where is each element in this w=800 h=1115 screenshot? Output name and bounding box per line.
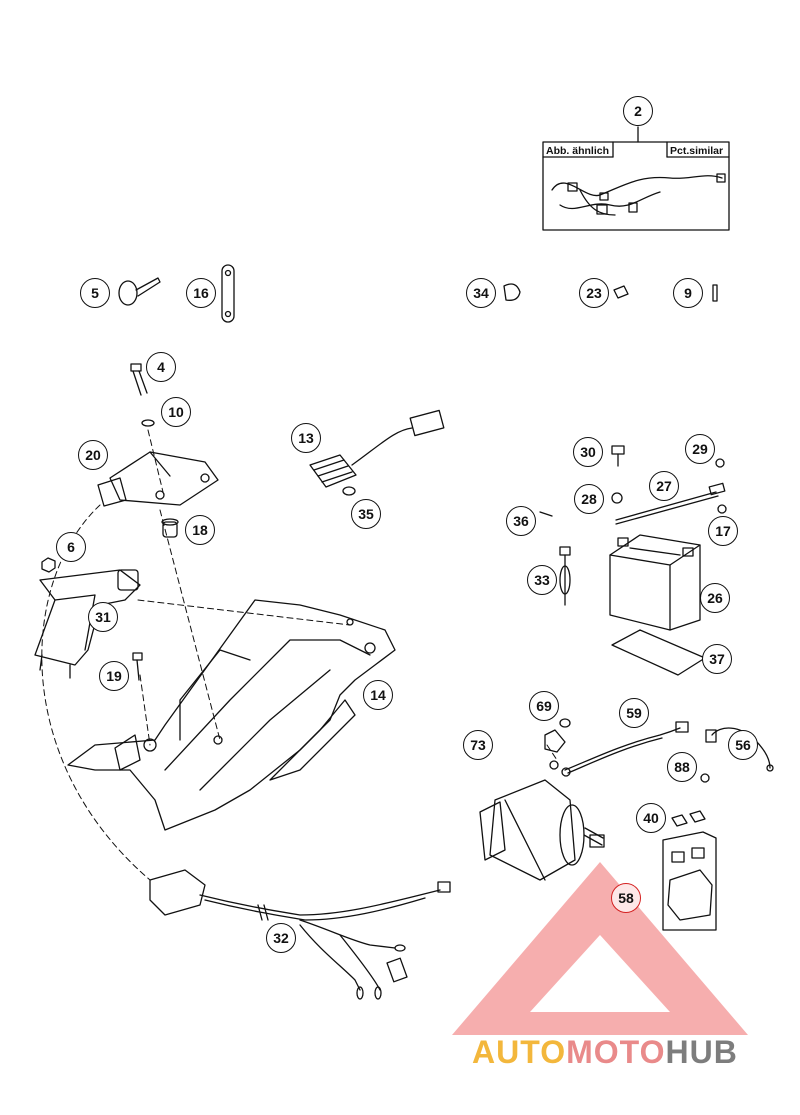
callout-26: 26: [700, 583, 730, 613]
callout-2: 2: [623, 96, 653, 126]
nut-29-illustration: [715, 458, 725, 468]
washer-28-illustration: [611, 492, 623, 504]
callout-58: 58: [611, 883, 641, 913]
callout-10: 10: [161, 397, 191, 427]
strap-illustration: [221, 264, 235, 323]
callout-23: 23: [579, 278, 609, 308]
callout-27: 27: [649, 471, 679, 501]
watermark-moto: MOTO: [566, 1034, 666, 1070]
callout-59: 59: [619, 698, 649, 728]
cable-27-illustration: [615, 482, 726, 525]
callout-4: 4: [146, 352, 176, 382]
screw-36-illustration: [539, 511, 553, 517]
callout-5: 5: [80, 278, 110, 308]
callout-31: 31: [88, 602, 118, 632]
main-harness-illustration: [149, 869, 451, 1000]
callout-33: 33: [527, 565, 557, 595]
callout-37: 37: [702, 644, 732, 674]
watermark-triangle: [452, 862, 748, 1035]
pin-illustration: [712, 284, 718, 302]
clamp-illustration: [503, 283, 521, 301]
callout-40: 40: [636, 803, 666, 833]
callout-73: 73: [463, 730, 493, 760]
clip-illustration: [613, 285, 629, 299]
callout-14: 14: [363, 680, 393, 710]
callout-32: 32: [266, 923, 296, 953]
callout-19: 19: [99, 661, 129, 691]
watermark-hub: HUB: [665, 1034, 738, 1070]
callout-69: 69: [529, 691, 559, 721]
cable-59-illustration: [561, 721, 689, 777]
callout-9: 9: [673, 278, 703, 308]
label-abb-aehnlich: Abb. ähnlich: [546, 145, 609, 157]
callout-6: 6: [56, 532, 86, 562]
nut-17-illustration: [717, 504, 727, 514]
relay-group-illustration: [662, 810, 717, 931]
nut-illustration: [41, 557, 56, 573]
callout-36: 36: [506, 506, 536, 536]
callout-88: 88: [667, 752, 697, 782]
callout-17: 17: [708, 516, 738, 546]
cap-illustration: [544, 729, 566, 753]
wiring-harness-illustration: [542, 126, 730, 231]
callout-28: 28: [574, 484, 604, 514]
label-pct-similar: Pct.similar: [670, 145, 724, 157]
callout-56: 56: [728, 730, 758, 760]
callout-20: 20: [78, 440, 108, 470]
regulator-illustration: [309, 409, 445, 496]
battery-illustration: [609, 534, 701, 631]
callout-30: 30: [573, 437, 603, 467]
callout-16: 16: [186, 278, 216, 308]
fuse-puller-illustration: [559, 546, 571, 606]
screw-19-illustration: [132, 652, 143, 681]
watermark-brand: AUTOMOTOHUB: [472, 1034, 738, 1071]
bracket-illustration: [34, 569, 141, 679]
callout-18: 18: [185, 515, 215, 545]
watermark-auto: AUTO: [472, 1034, 567, 1070]
screw-illustration: [130, 363, 155, 427]
callout-34: 34: [466, 278, 496, 308]
starter-motor-illustration: [479, 779, 605, 881]
pad-illustration: [611, 629, 706, 676]
nut-73-illustration: [549, 760, 559, 770]
screw-30-illustration: [611, 445, 625, 455]
callout-35: 35: [351, 499, 381, 529]
screw-88-illustration: [700, 773, 710, 783]
control-unit-illustration: [97, 451, 219, 507]
cable-tie-illustration: [118, 277, 161, 306]
callout-13: 13: [291, 423, 321, 453]
frame-holder-illustration: [67, 599, 396, 831]
callout-29: 29: [685, 434, 715, 464]
grommet-illustration: [161, 518, 179, 538]
